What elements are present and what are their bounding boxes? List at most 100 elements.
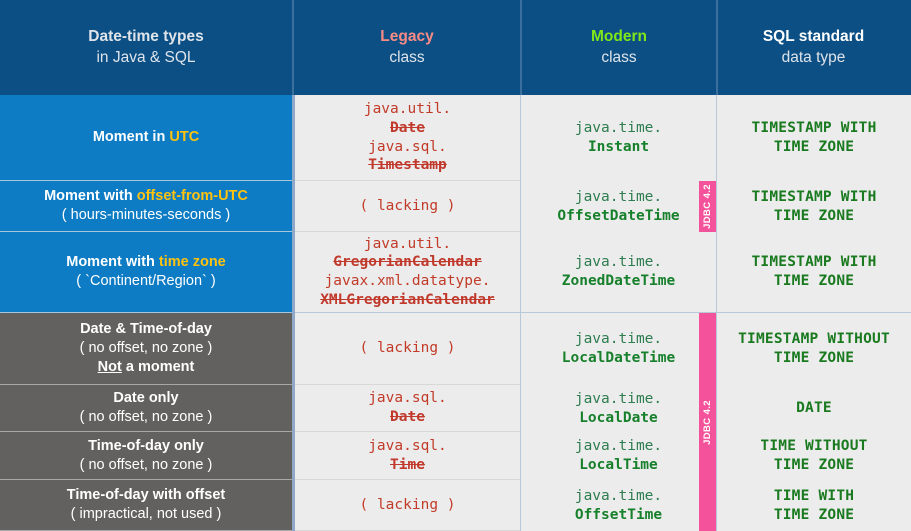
sql-cell: TIMESTAMP WITHOUT TIME ZONE: [717, 313, 911, 385]
row-label-title: Time-of-day with offset: [67, 486, 225, 505]
row-label-prefix: Time-of-day with offset: [66, 487, 226, 504]
modern-package-name: java.time.: [574, 331, 663, 348]
header-sql-line1: SQL standard: [762, 28, 865, 46]
modern-class-name: LocalDate: [579, 409, 658, 426]
row-label-title: Date only: [113, 389, 178, 408]
modern-package-name: java.time.: [574, 487, 663, 504]
row-label-subtitle: ( no offset, no zone ): [79, 409, 213, 425]
legacy-package-name: javax.xml.datatype.: [324, 273, 491, 289]
header-modern-line1: Modern: [591, 28, 647, 46]
modern-class-name: OffsetDateTime: [557, 207, 680, 224]
header-legacy-line2: class: [389, 48, 425, 66]
jdbc-badge-lower-label: JDBC 4.2: [702, 399, 713, 445]
legacy-cell: java.util. GregorianCalendar javax.xml.dat…: [295, 232, 520, 313]
sql-type-line: TIME ZONE: [773, 139, 855, 155]
sql-cell: DATE: [717, 385, 911, 432]
sql-type-line: TIMESTAMP WITH: [751, 120, 877, 137]
header-cell-legacy: Legacy class: [292, 0, 520, 95]
legacy-cell: ( lacking ): [295, 313, 520, 385]
legacy-package-name: java.util.: [363, 101, 452, 118]
legacy-class-name: Time: [390, 456, 425, 473]
sql-cell: TIMESTAMP WITH TIME ZONE: [717, 181, 911, 232]
header-title-line2: in Java & SQL: [96, 48, 196, 66]
modern-class-name: LocalTime: [579, 457, 658, 473]
row-label-prefix: Time-of-day only: [88, 437, 204, 454]
legacy-class-name: Date: [390, 119, 425, 136]
legacy-cell: ( lacking ): [295, 480, 520, 531]
row-label-cell: Moment in UTC: [0, 95, 292, 181]
row-label-title: Moment with offset-from-UTC: [44, 187, 248, 206]
sql-type-line: TIMESTAMP WITH: [751, 188, 877, 205]
sql-type-line: TIME ZONE: [773, 273, 855, 289]
legacy-lacking-text: ( lacking ): [359, 340, 456, 357]
row-label-subtitle: ( no offset, no zone ): [79, 456, 213, 473]
sql-cell: TIMESTAMP WITH TIME ZONE: [717, 95, 911, 181]
row-label-prefix: Moment with: [66, 254, 159, 271]
modern-cell: java.time. ZonedDateTime: [521, 232, 716, 313]
modern-package-name: java.time.: [574, 254, 663, 271]
row-label-title: Date & Time-of-day: [80, 320, 212, 339]
row-label-note: Not a moment: [98, 358, 195, 377]
modern-class-name: Instant: [587, 139, 650, 155]
row-label-cell: Time-of-day with offset( impractical, no…: [0, 480, 292, 531]
legacy-cell: ( lacking ): [295, 181, 520, 232]
row-label-cell: Date & Time-of-day ( no offset, no zone )…: [0, 313, 292, 385]
row-label-cell: Time-of-day only ( no offset, no zone ): [0, 432, 292, 480]
modern-cell: java.time. LocalDate: [521, 385, 716, 432]
row-label-accent: UTC: [169, 129, 200, 146]
header-cell-topic: Date-time types in Java & SQL: [0, 0, 292, 95]
legacy-class-name: GregorianCalendar: [333, 254, 482, 271]
sql-type-line: TIME ZONE: [773, 457, 855, 473]
row-label-subtitle: ( no offset, no zone ): [79, 340, 213, 357]
sql-type-line: TIME ZONE: [773, 207, 855, 224]
legacy-lacking-text: ( lacking ): [359, 197, 456, 214]
sql-cell: TIME WITH TIME ZONE: [717, 480, 911, 531]
legacy-package-name: java.util.: [363, 235, 452, 252]
legacy-class-name: Date: [390, 409, 425, 425]
jdbc-badge-upper-label: JDBC 4.2: [702, 184, 713, 229]
row-label-prefix: Date only: [113, 390, 179, 407]
row-label-prefix: Date & Time-of-day: [80, 321, 212, 338]
row-label-cell: Date only ( no offset, no zone ): [0, 385, 292, 432]
legacy-cell: java.sql. Time: [295, 432, 520, 480]
modern-class-name: LocalDateTime: [561, 350, 676, 366]
row-label-title: Time-of-day only: [88, 437, 204, 456]
sql-type-line: TIME WITH: [773, 487, 855, 504]
legacy-package-name: java.sql.: [368, 437, 447, 454]
legacy-lacking-text: ( lacking ): [359, 496, 456, 513]
legacy-class-name: XMLGregorianCalendar: [320, 291, 495, 308]
row-label-cell: Moment with offset-from-UTC( hours-minut…: [0, 181, 292, 232]
modern-package-name: java.time.: [574, 188, 663, 205]
row-label-accent: offset-from-UTC: [136, 188, 248, 205]
row-label-prefix: Moment with: [44, 188, 137, 205]
sql-type-line: TIMESTAMP WITH: [751, 254, 877, 271]
header-title-line1: Date-time types: [88, 28, 204, 46]
jdbc-badge-upper: JDBC 4.2: [699, 181, 716, 232]
row-label-cell: Moment with time zone( `Continent/Region…: [0, 232, 292, 313]
row-label-prefix: Moment in: [92, 129, 170, 146]
header-cell-sql: SQL standard data type: [716, 0, 909, 95]
sql-type-line: TIME ZONE: [773, 506, 855, 523]
modern-cell: java.time. LocalDateTime: [521, 313, 716, 385]
modern-cell: java.time. Instant: [521, 95, 716, 181]
row-label-subtitle: ( hours-minutes-seconds ): [61, 207, 231, 223]
row-label-note-emphasis: Not: [97, 358, 122, 375]
modern-package-name: java.time.: [574, 120, 663, 137]
table-header-row: Date-time types in Java & SQL Legacy cla…: [0, 0, 911, 95]
modern-cell: java.time. OffsetDateTime: [521, 181, 716, 232]
jdbc-badge-lower: JDBC 4.2: [699, 313, 716, 531]
sql-type-line: TIME ZONE: [773, 350, 855, 366]
modern-package-name: java.time.: [574, 390, 663, 407]
sql-type-line: TIMESTAMP WITHOUT: [738, 331, 890, 348]
row-label-note-rest: a moment: [121, 358, 195, 375]
legacy-package-name: java.sql.: [368, 390, 447, 407]
sql-type-line: TIME WITHOUT: [760, 438, 868, 455]
modern-class-name: ZonedDateTime: [561, 273, 676, 289]
legacy-cell: java.sql. Date: [295, 385, 520, 432]
